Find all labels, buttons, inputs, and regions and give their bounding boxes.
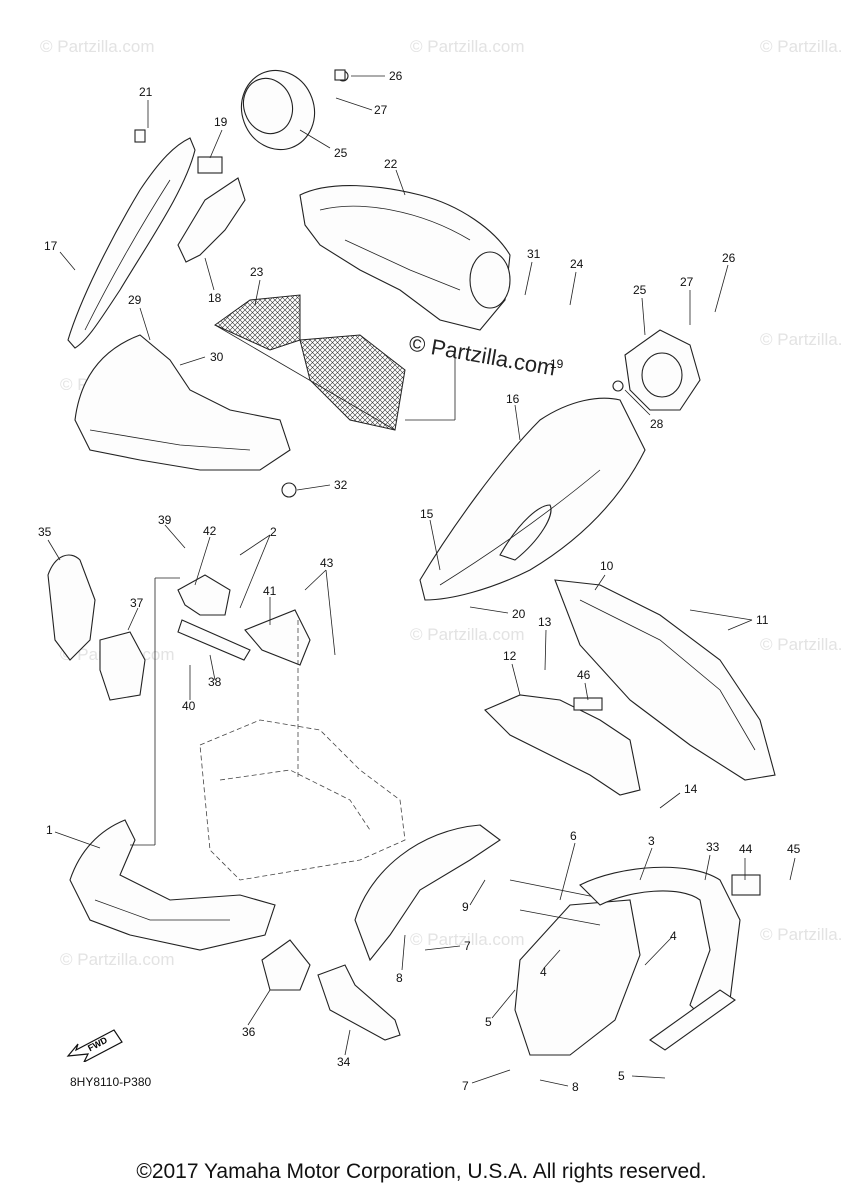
callout-15: 15 xyxy=(420,507,434,521)
callout-27: 27 xyxy=(374,103,388,117)
callout-8: 8 xyxy=(396,971,403,985)
parts-diagram: © Partzilla.com © Partzilla.com © Partzi… xyxy=(38,37,843,1094)
callout-38: 38 xyxy=(208,675,222,689)
callout-5: 5 xyxy=(485,1015,492,1029)
callout-30: 30 xyxy=(210,350,224,364)
callout-42: 42 xyxy=(203,524,217,538)
part-6-3-rails xyxy=(354,824,761,1056)
callout-5b: 5 xyxy=(618,1069,625,1083)
part-34-36 xyxy=(261,939,401,1041)
part-17-side-cover xyxy=(67,129,196,349)
watermark: © Partzilla.com xyxy=(760,37,843,56)
part-38-41-42-brackets xyxy=(177,574,311,666)
callout-19b: 19 xyxy=(550,357,564,371)
callout-39: 39 xyxy=(158,513,172,527)
callout-44: 44 xyxy=(739,842,753,856)
callout-25: 25 xyxy=(334,146,348,160)
callout-16: 16 xyxy=(506,392,520,406)
callout-46: 46 xyxy=(577,668,591,682)
copyright-footer: ©2017 Yamaha Motor Corporation, U.S.A. A… xyxy=(136,1160,707,1183)
callout-25b: 25 xyxy=(633,283,647,297)
callout-27b: 27 xyxy=(680,275,694,289)
watermark: © Partzilla.com xyxy=(760,635,843,654)
callout-4: 4 xyxy=(540,965,547,979)
watermark: © Partzilla.com xyxy=(410,930,525,949)
callout-37: 37 xyxy=(130,596,144,610)
part-18-panel xyxy=(177,156,246,263)
callout-40: 40 xyxy=(182,699,196,713)
callout-41: 41 xyxy=(263,584,277,598)
part-15-16-lower-cowl xyxy=(419,397,646,601)
callout-22: 22 xyxy=(384,157,398,171)
watermark: © Partzilla.com xyxy=(60,950,175,969)
callout-43: 43 xyxy=(320,556,334,570)
part-35-37-covers xyxy=(47,554,146,701)
leader-lines xyxy=(47,75,796,1087)
watermark: © Partzilla.com xyxy=(410,625,525,644)
callout-36: 36 xyxy=(242,1025,256,1039)
watermark: © Partzilla.com xyxy=(760,330,843,349)
part-22-upper-cowl xyxy=(299,185,511,331)
callout-24: 24 xyxy=(570,257,584,271)
part-12-bracket xyxy=(484,694,641,796)
callout-11: 11 xyxy=(756,613,769,627)
callout-1: 1 xyxy=(46,823,53,837)
callout-14: 14 xyxy=(684,782,698,796)
callout-7b: 7 xyxy=(462,1079,469,1093)
callout-33: 33 xyxy=(706,840,720,854)
callout-29: 29 xyxy=(128,293,142,307)
callout-7: 7 xyxy=(464,939,471,953)
callout-26: 26 xyxy=(389,69,403,83)
callout-17: 17 xyxy=(44,239,58,253)
diagram-code: 8HY8110-P380 xyxy=(70,1075,152,1089)
callout-3: 3 xyxy=(648,834,655,848)
part-25-ring-right xyxy=(612,329,701,411)
callout-4b: 4 xyxy=(670,929,677,943)
callout-21: 21 xyxy=(139,85,153,99)
callout-labels: 26 27 25 21 19 17 18 22 23 29 30 32 31 2… xyxy=(38,69,801,1094)
callout-6: 6 xyxy=(570,829,577,843)
callout-8b: 8 xyxy=(572,1080,579,1094)
callout-13: 13 xyxy=(538,615,552,629)
frame-outline xyxy=(199,620,406,881)
watermark: © Partzilla.com xyxy=(40,37,155,56)
callout-23: 23 xyxy=(250,265,264,279)
callout-28: 28 xyxy=(650,417,664,431)
callout-35: 35 xyxy=(38,525,52,539)
watermark: © Partzilla.com xyxy=(760,925,843,944)
watermark-center: © Partzilla.com xyxy=(407,330,557,380)
callout-12: 12 xyxy=(503,649,517,663)
callout-9: 9 xyxy=(462,900,469,914)
part-10-yamaha-panel xyxy=(554,579,776,781)
part-1-front-cowl xyxy=(69,819,276,951)
fwd-arrow-icon: FWD xyxy=(66,1029,123,1062)
part-23-mesh-panel xyxy=(214,294,406,431)
callout-10: 10 xyxy=(600,559,614,573)
callout-34: 34 xyxy=(337,1055,351,1069)
watermark: © Partzilla.com xyxy=(410,37,525,56)
callout-18: 18 xyxy=(208,291,222,305)
part-29-inner-duct xyxy=(74,334,297,498)
callout-19: 19 xyxy=(214,115,228,129)
callout-2: 2 xyxy=(270,525,277,539)
callout-31: 31 xyxy=(527,247,541,261)
callout-26b: 26 xyxy=(722,251,736,265)
callout-20: 20 xyxy=(512,607,526,621)
callout-45: 45 xyxy=(787,842,801,856)
callout-32: 32 xyxy=(334,478,348,492)
part-25-ring-top xyxy=(240,69,349,151)
